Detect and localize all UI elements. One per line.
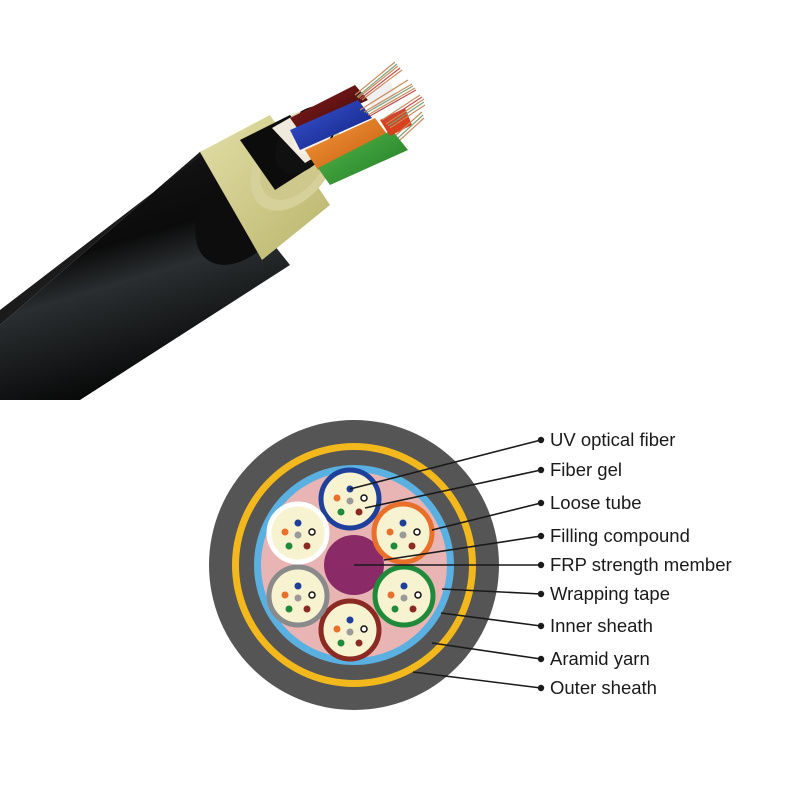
leader-wrapping-tape — [441, 588, 542, 595]
label-frp-strength-member: FRP strength member — [550, 554, 732, 575]
leader-dots — [537, 436, 545, 692]
label-outer-sheath: Outer sheath — [550, 677, 657, 698]
cable-cutaway-illustration — [0, 61, 426, 400]
leader-filling-compound — [383, 535, 542, 561]
leader-aramid-yarn — [431, 642, 542, 660]
loose-tubes — [290, 82, 412, 185]
loose-tube-top — [318, 467, 382, 531]
label-inner-sheath: Inner sheath — [550, 615, 653, 636]
leader-loose-tube — [431, 502, 542, 531]
leader-fiber-gel — [364, 469, 542, 509]
label-filling-compound: Filling compound — [550, 525, 690, 546]
leader-uv-optical-fiber — [349, 439, 542, 490]
loose-tube-bottom — [318, 598, 382, 662]
leader-lines — [349, 439, 542, 689]
loose-tube-upper-left — [266, 501, 330, 565]
label-fiber-gel: Fiber gel — [550, 459, 622, 480]
loose-tube-upper-right — [371, 501, 435, 565]
fiber-bundles — [354, 61, 426, 141]
loose-tube-lower-right — [372, 564, 436, 628]
cable-cross-section — [209, 420, 545, 710]
label-aramid-yarn: Aramid yarn — [550, 648, 650, 669]
label-wrapping-tape: Wrapping tape — [550, 583, 670, 604]
label-loose-tube: Loose tube — [550, 492, 642, 513]
leader-inner-sheath — [440, 612, 542, 627]
loose-tube-lower-left — [266, 564, 330, 628]
leader-outer-sheath — [412, 671, 542, 689]
label-uv-optical-fiber: UV optical fiber — [550, 429, 676, 450]
